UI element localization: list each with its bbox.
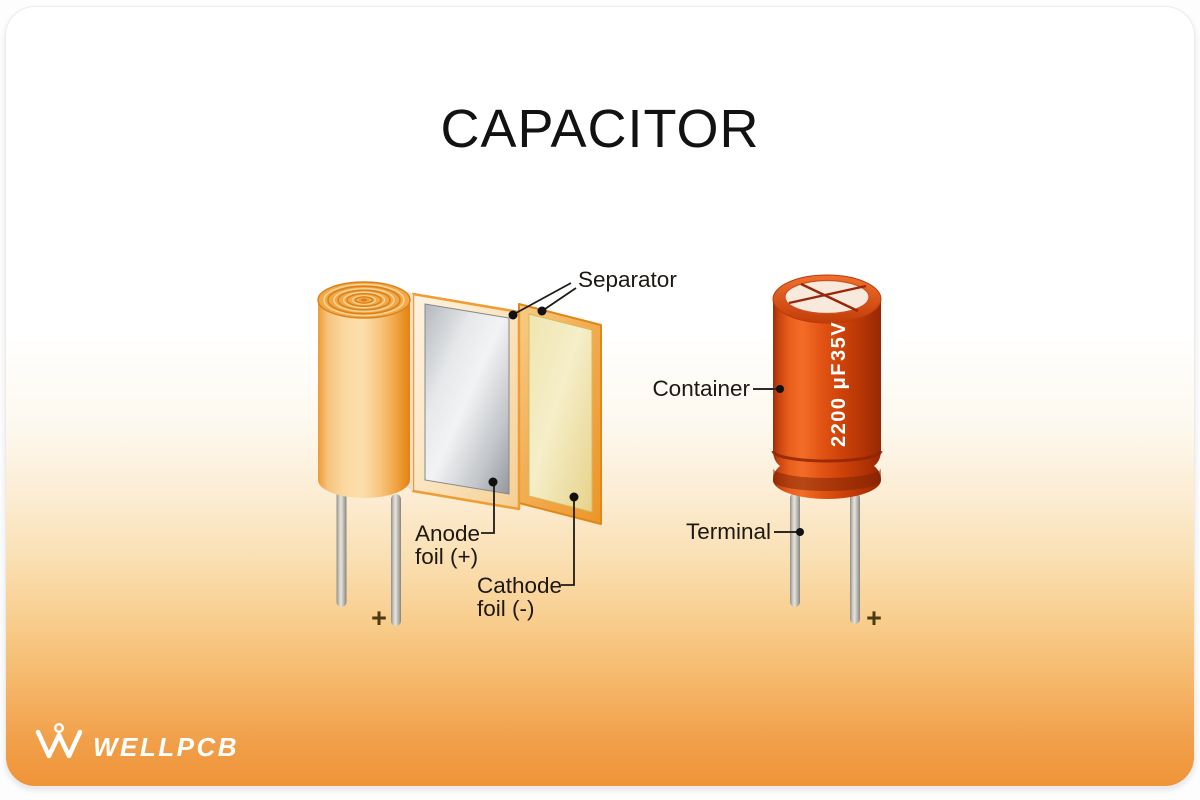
- exploded-capacitor: + Separator Anode foil (+) Cathode foil …: [317, 267, 677, 633]
- page-title: CAPACITOR: [440, 99, 759, 159]
- winding-roll-body: [318, 300, 410, 498]
- separator-pointer-dot-1: [508, 310, 518, 320]
- voltage-marking: 35V: [828, 321, 850, 361]
- assembled-capacitor: 2200 μF 35V + Container Terminal: [652, 274, 883, 633]
- separator-pointer-dot-2: [537, 306, 547, 316]
- cathode-foil-label-line2: foil (-): [477, 596, 535, 621]
- lead-wire-right: [391, 494, 401, 626]
- winding-roll-spiral-top: [317, 281, 411, 319]
- assembled-polarity-plus: +: [866, 603, 882, 633]
- terminal-lead-left: [790, 493, 800, 607]
- anode-pointer-dot: [488, 477, 498, 487]
- lead-wire-left: [336, 490, 347, 607]
- terminal-pointer-dot: [796, 528, 804, 536]
- crimp-groove: [771, 450, 883, 463]
- anode-foil-label-line1: Anode: [415, 521, 480, 546]
- terminal-label: Terminal: [686, 519, 771, 544]
- separator-leader-line-1: [515, 282, 572, 314]
- capacitor-body: [773, 298, 881, 499]
- container-label: Container: [652, 376, 750, 401]
- container-pointer-dot: [776, 385, 784, 393]
- wellpcb-logo-text: WELLPCB: [93, 732, 239, 762]
- wellpcb-w-mark-dot-icon: [54, 723, 65, 734]
- separator-label: Separator: [578, 267, 677, 292]
- cathode-foil-sheet: [528, 313, 593, 513]
- base-shadow-band: [773, 468, 881, 491]
- cathode-foil-label-line1: Cathode: [477, 573, 562, 598]
- wellpcb-logo: WELLPCB: [35, 723, 239, 762]
- anode-leader-line: [481, 486, 495, 534]
- anode-foil-label-line2: foil (+): [415, 544, 478, 569]
- cathode-leader-line: [561, 501, 575, 586]
- capacitance-marking: 2200 μF: [828, 362, 850, 447]
- vent-cross-score: [788, 282, 867, 313]
- exploded-polarity-plus: +: [371, 603, 387, 633]
- anode-foil-sheet: [424, 303, 510, 495]
- separator-leader-line-2: [544, 287, 577, 310]
- cathode-pointer-dot: [569, 492, 579, 502]
- terminal-lead-right: [850, 493, 860, 624]
- wellpcb-w-mark-icon: [35, 729, 83, 759]
